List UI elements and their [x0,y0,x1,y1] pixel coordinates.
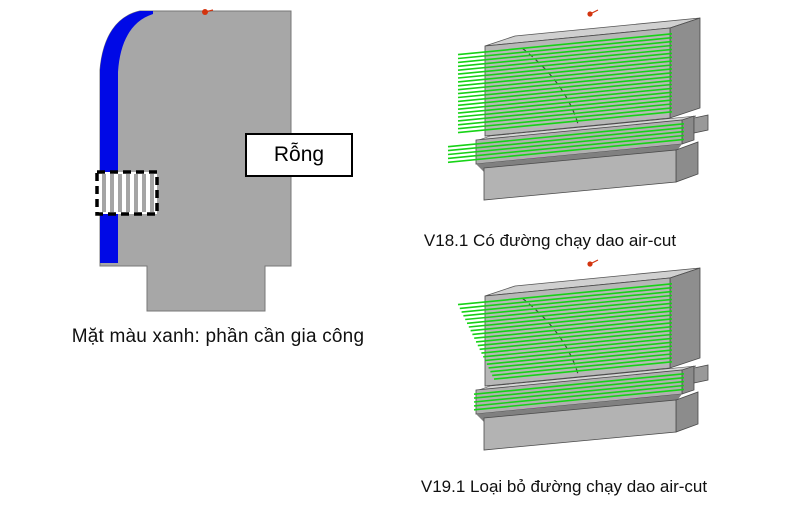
toolpath-line [457,75,673,99]
toolpath-line [484,341,673,362]
toolpath-line [457,56,673,79]
origin-marker-icon [587,259,599,267]
toolpath-line [447,123,685,148]
block-3d-svg-v18 [447,9,709,201]
toolpath-lines-ledge [473,373,685,411]
origin-marker-icon [587,9,599,17]
side-tab [693,364,709,384]
toolpath-line [481,333,673,354]
toolpath-line [461,290,673,313]
toolpath-line [447,134,685,160]
toolpath-line [466,302,673,325]
hollow-label-box: Rỗng [245,133,353,177]
block-3d-svg-v19 [457,259,709,451]
base-right-face [675,141,699,183]
toolpath-line [457,99,673,122]
toolpath-line [457,87,673,110]
hollow-label-text: Rỗng [273,143,325,166]
toolpath-line [457,60,673,83]
hollow-section-hatch [95,170,159,216]
toolpath-figure-v18 [430,6,710,221]
toolpath-line [477,325,673,347]
base-front-face [483,149,677,201]
toolpath-line [457,107,673,130]
toolpath-line [479,329,673,351]
block-3d-shape [475,9,709,201]
toolpath-line [457,36,673,60]
toolpath-line [457,79,673,103]
toolpath-line [457,91,673,114]
toolpath-line [473,388,685,411]
toolpath-line [457,48,673,71]
toolpath-line [457,52,673,75]
cross-section-figure: Rỗng [95,8,353,313]
toolpath-line [447,126,685,152]
toolpath-lines-main [457,33,673,134]
toolpath-figure-v19 [430,256,710,471]
toolpath-line [457,64,673,87]
toolpath-line [447,138,685,164]
toolpath-line [492,357,673,377]
origin-marker-icon [202,9,214,15]
toolpath-line [473,380,685,403]
toolpath-line [457,83,673,107]
toolpath-line [473,373,685,395]
cross-section-svg [95,9,292,312]
v18-caption: V18.1 Có đường chạy dao air-cut [423,231,677,250]
block-right-face [669,267,701,369]
toolpath-line [472,314,673,336]
toolpath-line [468,306,673,328]
toolpath-line [473,384,685,407]
toolpath-line [457,111,673,134]
toolpath-line [473,376,685,399]
toolpath-line [488,349,673,369]
toolpath-line [483,337,673,358]
toolpath-line [457,33,673,56]
toolpath-line [457,95,673,118]
toolpath-line [486,345,673,365]
toolpath-line [457,44,673,68]
toolpath-line [457,68,673,91]
block-right-face [669,17,701,119]
side-tab [693,114,709,134]
toolpath-line [474,318,673,339]
base-right-face [675,391,699,433]
toolpath-line [457,40,673,64]
toolpath-line [465,298,673,321]
toolpath-line [457,283,673,306]
toolpath-line [475,322,673,343]
toolpath-line [447,130,685,156]
toolpath-lines-ledge [447,123,685,164]
toolpath-line [493,361,673,380]
toolpath-lines-main [457,283,673,380]
toolpath-line [470,310,673,332]
toolpath-line [463,294,673,317]
toolpath-line [457,103,673,126]
base-front-face [483,399,677,451]
cross-section-caption: Mặt màu xanh: phần cần gia công [71,326,365,347]
toolpath-line [490,353,673,373]
block-3d-shape [475,259,709,451]
toolpath-line [459,286,673,310]
toolpath-line [457,72,673,95]
v19-caption: V19.1 Loại bỏ đường chạy dao air-cut [420,477,708,496]
